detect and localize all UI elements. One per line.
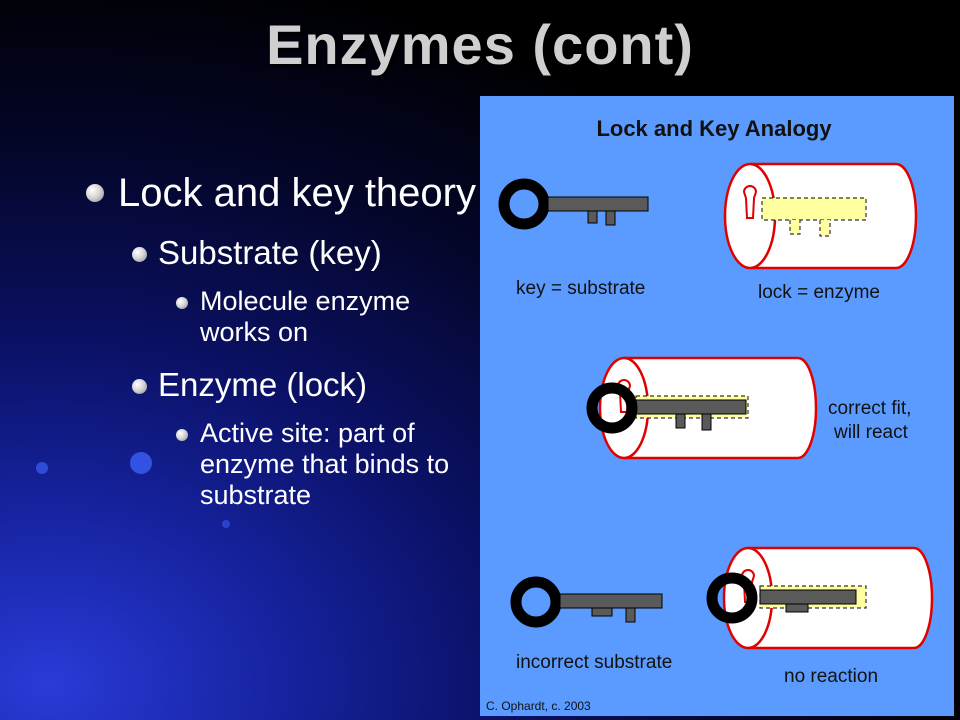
decorative-glow-dot	[222, 520, 230, 528]
key-in-lock-icon	[586, 356, 818, 460]
bullet-substrate: Substrate (key)	[130, 234, 476, 272]
incorrect-key-icon	[510, 576, 663, 628]
bullet-substrate-description: Molecule enzyme works on	[174, 286, 476, 348]
no-reaction-lock-icon	[706, 546, 934, 650]
bullet-text: Molecule enzyme works on	[200, 286, 411, 347]
bullet-text: Active site: part of enzyme that binds t…	[200, 418, 450, 510]
decorative-glow-dot	[130, 452, 152, 474]
no-reaction-label: no reaction	[784, 666, 878, 687]
bullet-lock-and-key-theory: Lock and key theory	[84, 170, 476, 216]
key-label: key = substrate	[516, 278, 645, 299]
bullet-dot-icon	[132, 379, 147, 394]
bullet-dot-icon	[176, 429, 188, 441]
decorative-glow-dot	[36, 462, 48, 474]
bullet-enzyme-description: Active site: part of enzyme that binds t…	[174, 418, 476, 511]
bullet-enzyme: Enzyme (lock)	[130, 366, 476, 404]
bullet-dot-icon	[176, 297, 188, 309]
slide-title: Enzymes (cont)	[266, 13, 694, 76]
diagram-title: Lock and Key Analogy	[596, 116, 832, 141]
lock-label: lock = enzyme	[758, 282, 880, 303]
figure-credit: C. Ophardt, c. 2003	[486, 699, 591, 713]
will-react-label: will react	[833, 422, 909, 443]
bullet-text: Lock and key theory	[118, 171, 476, 215]
key-icon	[498, 178, 649, 230]
lock-and-key-diagram: Lock and Key Analogy key = substrate loc…	[480, 96, 954, 716]
bullet-dot-icon	[86, 184, 104, 202]
lock-icon	[723, 162, 918, 270]
correct-fit-label: correct fit,	[828, 398, 911, 419]
bullet-text: Substrate (key)	[158, 234, 382, 271]
bullet-dot-icon	[132, 247, 147, 262]
bullet-list: Lock and key theory Substrate (key) Mole…	[84, 170, 476, 529]
incorrect-substrate-label: incorrect substrate	[516, 652, 672, 673]
bullet-text: Enzyme (lock)	[158, 366, 368, 403]
